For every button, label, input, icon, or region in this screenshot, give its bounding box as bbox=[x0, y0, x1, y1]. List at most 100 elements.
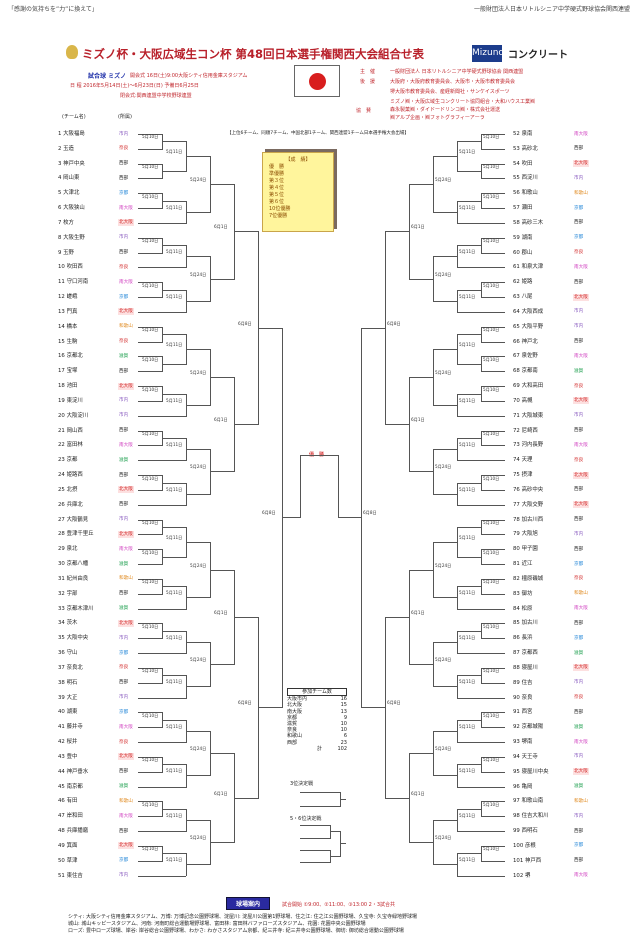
team-number: 12 bbox=[58, 294, 67, 301]
bracket-line bbox=[481, 519, 482, 536]
bracket-line bbox=[138, 564, 162, 566]
team-number: 23 bbox=[58, 457, 67, 464]
bracket-line bbox=[340, 831, 341, 857]
team-number: 50 bbox=[58, 857, 67, 864]
bracket-line bbox=[481, 860, 505, 862]
team-region: 奈良 bbox=[573, 382, 585, 390]
venue-guide-button[interactable]: 球場案内 bbox=[226, 897, 270, 910]
team-region: 京都 bbox=[573, 560, 585, 568]
team-name: 44 神戸垂水 bbox=[58, 768, 89, 775]
bracket-line bbox=[138, 460, 186, 462]
bracket-line bbox=[457, 675, 458, 699]
team-region: 市内 bbox=[118, 234, 130, 242]
bracket-line bbox=[457, 245, 458, 269]
match-date: 5月10日 bbox=[142, 193, 159, 199]
bracket-line bbox=[481, 578, 505, 580]
bracket-line bbox=[300, 806, 340, 807]
bracket-line bbox=[162, 171, 186, 173]
team-region: 京都 bbox=[118, 857, 130, 865]
team-name: 91 西宮 bbox=[513, 709, 533, 716]
team-name: 102 堺 bbox=[513, 872, 531, 879]
bracket-line bbox=[340, 799, 346, 800]
bracket-line bbox=[457, 586, 481, 588]
bracket-line bbox=[457, 697, 505, 699]
bracket-line bbox=[138, 504, 186, 506]
team-number: 85 bbox=[513, 620, 522, 627]
bracket-line bbox=[433, 641, 434, 688]
match-date: 5月10日 bbox=[142, 519, 159, 525]
team-number: 18 bbox=[58, 383, 67, 390]
match-date: 5月11日 bbox=[459, 486, 476, 492]
team-region: 市内 bbox=[118, 872, 130, 879]
team-number: 13 bbox=[58, 308, 67, 315]
team-region: 市内 bbox=[573, 753, 585, 761]
team-number: 52 bbox=[513, 131, 522, 137]
fifth-place-label: 5・6位決定戦 bbox=[290, 816, 322, 822]
team-region: 和歌山 bbox=[573, 797, 589, 805]
result-row: 第４位 bbox=[269, 185, 285, 191]
team-name: 7 枚方 bbox=[58, 219, 74, 226]
team-region: 和歌山 bbox=[118, 797, 134, 805]
support-text-2: 堺大阪市教育委員会、産経新聞社・サンケイスポーツ bbox=[390, 89, 510, 95]
team-region: 北大阪 bbox=[573, 768, 589, 776]
team-number: 84 bbox=[513, 605, 522, 612]
cosponsor-text-3: ㈱アルプ企画・㈱フォトグラフィーアーラ bbox=[390, 115, 485, 121]
team-region: 南大阪 bbox=[118, 723, 134, 731]
counts-title: 参加チーム数 bbox=[287, 688, 347, 697]
match-date: 5月10日 bbox=[142, 356, 159, 362]
team-region: 奈良 bbox=[573, 694, 585, 702]
team-name: 24 姫路西 bbox=[58, 472, 83, 479]
team-number: 54 bbox=[513, 160, 522, 167]
team-name: 62 姫路 bbox=[513, 279, 533, 286]
match-date: 5月11日 bbox=[166, 342, 183, 348]
team-region: 市内 bbox=[573, 174, 585, 182]
bracket-line bbox=[481, 326, 482, 343]
team-region: 市内 bbox=[118, 694, 130, 702]
team-region: 市内 bbox=[118, 130, 130, 138]
match-date: 5月11日 bbox=[459, 590, 476, 596]
bracket-line bbox=[481, 801, 505, 803]
match-date: 5月11日 bbox=[459, 442, 476, 448]
bracket-line bbox=[433, 864, 457, 866]
team-region: 西部 bbox=[573, 486, 585, 494]
team-number: 17 bbox=[58, 368, 67, 375]
bracket-line bbox=[186, 211, 210, 213]
team-region: 北大阪 bbox=[118, 219, 134, 227]
bracket-line bbox=[210, 184, 234, 186]
result-row: 準優勝 bbox=[269, 171, 285, 177]
team-name: 30 京都八幡 bbox=[58, 561, 89, 568]
bracket-line bbox=[340, 843, 346, 844]
bracket-line bbox=[481, 445, 505, 447]
team-number: 40 bbox=[58, 709, 67, 716]
bracket-line bbox=[138, 178, 162, 180]
bracket-line bbox=[433, 775, 457, 777]
team-name: 60 郡山 bbox=[513, 249, 533, 256]
team-number: 31 bbox=[58, 575, 67, 582]
team-region: 南大阪 bbox=[573, 352, 589, 360]
team-number: 66 bbox=[513, 338, 522, 345]
match-date: 5月10日 bbox=[142, 134, 159, 140]
team-number: 56 bbox=[513, 190, 522, 197]
bracket-line bbox=[361, 327, 385, 329]
bracket-line bbox=[457, 526, 458, 558]
team-number: 101 bbox=[513, 857, 526, 864]
team-region: 南大阪 bbox=[573, 130, 589, 138]
team-region: 市内 bbox=[573, 323, 585, 331]
team-region: 市内 bbox=[118, 516, 130, 524]
bracket-line bbox=[481, 727, 505, 729]
team-region: 京都 bbox=[118, 293, 130, 301]
bracket-line bbox=[457, 653, 505, 655]
team-region: 北大阪 bbox=[118, 619, 134, 627]
team-name: 90 奈良 bbox=[513, 694, 533, 701]
team-name: 3 神戸中央 bbox=[58, 160, 85, 167]
bracket-line bbox=[457, 393, 481, 395]
team-name: 57 瀬田 bbox=[513, 205, 533, 212]
bracket-line bbox=[457, 415, 505, 417]
team-number: 49 bbox=[58, 842, 67, 849]
bracket-line bbox=[457, 289, 481, 291]
team-name: 70 高槻 bbox=[513, 397, 533, 404]
bracket-line bbox=[210, 664, 234, 666]
team-number: 74 bbox=[513, 457, 522, 464]
